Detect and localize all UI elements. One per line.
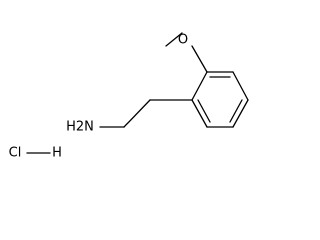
ring-bond (191, 99, 208, 128)
benzene-ring (191, 71, 249, 128)
amine-label: H2N (66, 120, 94, 135)
chlorine-label: Cl (9, 146, 22, 161)
hydrogen-label: H (52, 146, 62, 161)
molecule-canvas: O H2N Cl H (9, 32, 249, 161)
structure-drawing: O H2N Cl H (9, 32, 249, 161)
ring-bond (191, 71, 208, 101)
aryl-oxygen-bond (191, 45, 208, 73)
oxygen-methyl-bond (165, 32, 183, 47)
oxygen-label: O (178, 33, 188, 48)
ring-bond (232, 99, 249, 128)
chain-bond (123, 99, 151, 128)
ring-bond (232, 71, 249, 101)
ring-double-bond (197, 99, 211, 123)
ring-double-bond (229, 99, 243, 123)
